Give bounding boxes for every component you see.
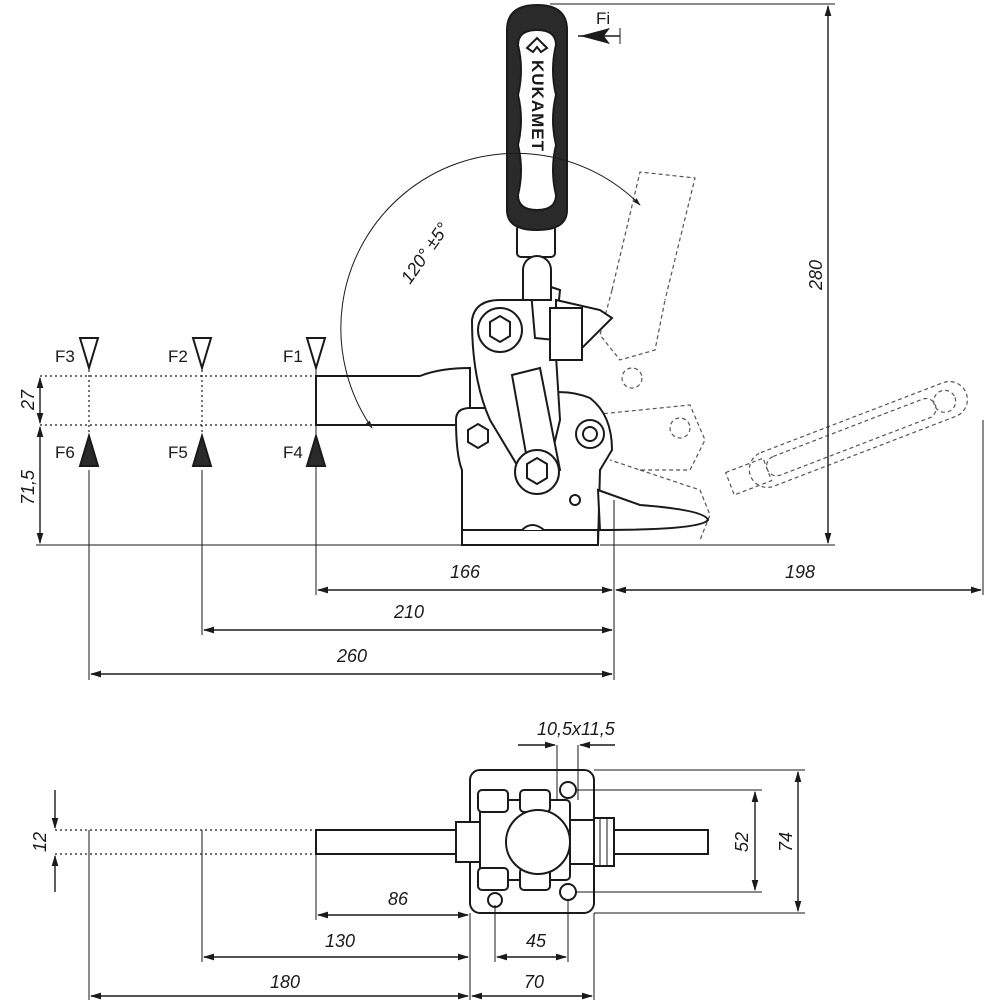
dim-198: 198 — [785, 562, 815, 582]
dim-52: 52 — [732, 832, 752, 852]
force-arrow-f3 — [78, 337, 100, 372]
top-arm — [315, 829, 457, 855]
mount-hole-top — [559, 781, 577, 799]
force-arrow-f2 — [191, 337, 213, 372]
open-position-ghost — [589, 171, 968, 541]
mount-hole-bottom — [559, 883, 577, 901]
dim-180: 180 — [270, 972, 300, 992]
dim-166: 166 — [450, 562, 481, 582]
dim-27: 27 — [18, 389, 38, 411]
force-label-f4: F4 — [283, 443, 303, 462]
dim-210: 210 — [393, 602, 424, 622]
force-arrow-f1 — [305, 337, 327, 372]
force-label-f5: F5 — [168, 443, 188, 462]
handle: KUKAMET — [506, 3, 568, 301]
force-markers: F3 F2 F1 F6 F5 F4 — [40, 337, 327, 470]
force-arrow-f6 — [78, 432, 100, 467]
spindle-tip — [596, 488, 710, 532]
force-label-f3: F3 — [55, 347, 75, 366]
top-view-dimensions: 10,5x11,5 12 52 74 86 — [30, 719, 805, 1000]
force-label-f6: F6 — [55, 443, 75, 462]
side-view-dimensions: 280 27 71,5 166 198 210 260 — [18, 3, 984, 680]
dim-45: 45 — [526, 931, 547, 951]
dim-70: 70 — [524, 972, 544, 992]
bolt-left — [467, 422, 489, 450]
bolt-lower — [514, 449, 560, 495]
dim-280: 280 — [806, 260, 826, 291]
base-plate — [461, 529, 599, 546]
dim-130: 130 — [325, 931, 355, 951]
handle-brand-text: KUKAMET — [528, 60, 547, 152]
side-view: KUKAMET Fi 120° ±5° F3 F2 F1 F6 F5 — [18, 3, 984, 680]
top-view: 10,5x11,5 12 52 74 86 — [30, 719, 805, 1000]
swing-angle-label: 120° ±5° — [397, 219, 453, 287]
dim-74: 74 — [776, 832, 796, 852]
dim-71-5: 71,5 — [18, 469, 38, 505]
bolt-upper — [477, 307, 523, 353]
force-label-f1: F1 — [283, 347, 303, 366]
swing-angle-arc — [340, 152, 641, 429]
force-arrow-f4 — [305, 432, 327, 467]
input-force-label: Fi — [596, 9, 610, 28]
dim-slot: 10,5x11,5 — [537, 719, 616, 739]
top-knob — [505, 809, 571, 875]
clamping-arm — [315, 366, 471, 426]
dim-12: 12 — [30, 832, 50, 852]
dim-260: 260 — [336, 646, 367, 666]
pivot-right — [575, 419, 605, 449]
force-arrow-f5 — [191, 432, 213, 467]
dim-86: 86 — [388, 889, 409, 909]
force-label-f2: F2 — [168, 347, 188, 366]
top-spindle — [613, 829, 709, 855]
